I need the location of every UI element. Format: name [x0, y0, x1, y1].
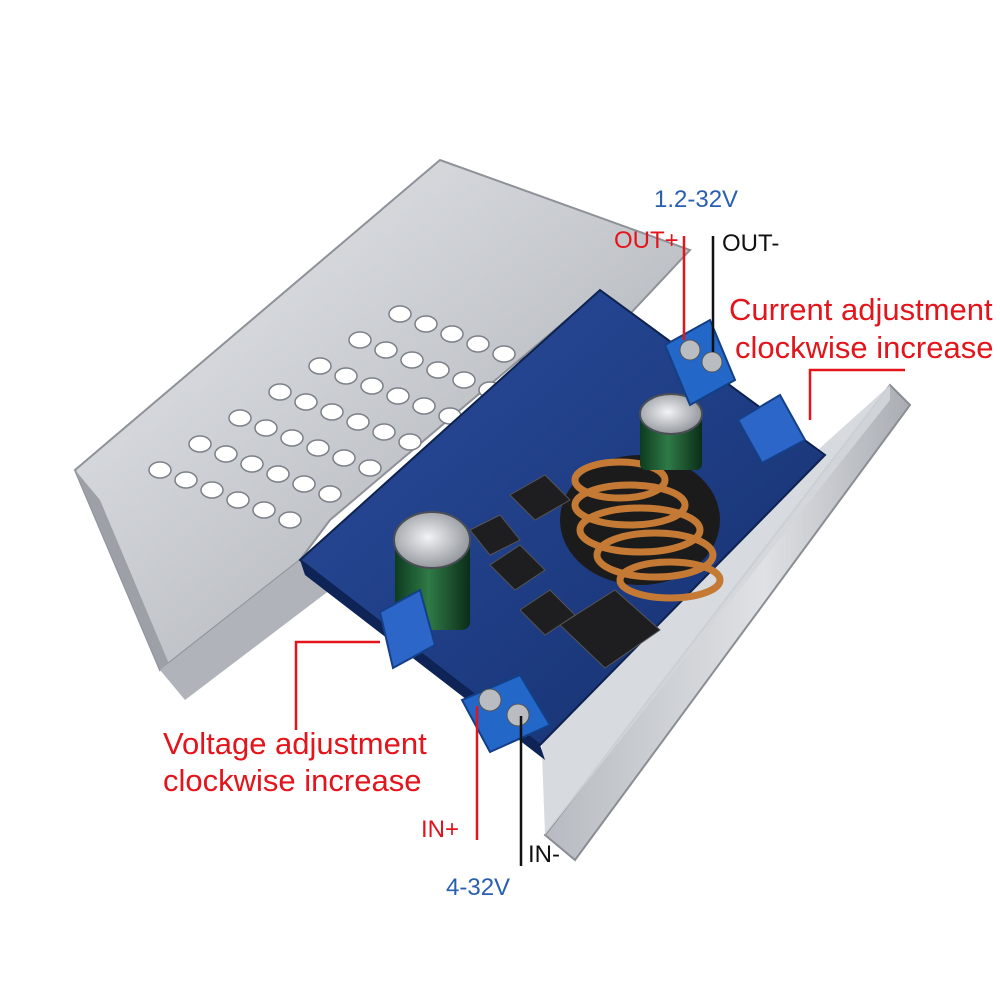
heatsink-hole [306, 439, 330, 457]
heatsink-hole [308, 357, 332, 375]
heatsink-hole [348, 331, 372, 349]
heatsink-side-wall [540, 383, 912, 862]
heatsink-hole [332, 449, 356, 467]
heatsink-hole [240, 455, 264, 473]
voltage-adjust-label-line1: Voltage adjustment [163, 726, 427, 761]
heatsink-hole [228, 409, 252, 427]
capacitor-small [639, 393, 703, 470]
voltage-adjust-leader [294, 640, 380, 730]
capacitor-large [393, 511, 471, 630]
heatsink-hole [374, 341, 398, 359]
output-terminal-block [663, 318, 737, 407]
heatsink-hole [254, 419, 278, 437]
annotation-lines [294, 236, 905, 866]
current-potentiometer [736, 393, 807, 465]
heatsink-hole [320, 403, 344, 421]
input-terminal-block [460, 673, 552, 754]
heatsink-hole [226, 491, 250, 509]
heatsink-hole [400, 351, 424, 369]
heatsink-hole [412, 397, 436, 415]
heatsink-hole [292, 475, 316, 493]
heatsink-hole [358, 459, 382, 477]
voltage-potentiometer [378, 588, 437, 670]
inductor-coil [560, 455, 724, 602]
heatsink-hole [388, 305, 412, 323]
heatsink-hole [334, 367, 358, 385]
heatsink-hole [252, 501, 276, 519]
heatsink-hole [492, 345, 516, 363]
output-voltage-range-label: 1.2-32V [654, 186, 739, 213]
current-adjust-leader [808, 368, 905, 420]
heatsink-hole [386, 387, 410, 405]
heatsink-hole [372, 423, 396, 441]
heatsink-hole [188, 435, 212, 453]
heatsink-hole [294, 393, 318, 411]
current-adjust-label-line1: Current adjustment [729, 292, 993, 327]
heatsink-hole [174, 471, 198, 489]
heatsink-hole [360, 377, 384, 395]
in-plus-label: IN+ [421, 816, 460, 843]
heatsink-cover [73, 158, 692, 700]
heatsink-hole [466, 335, 490, 353]
heatsink-hole [414, 315, 438, 333]
voltage-adjust-label-line2: clockwise increase [163, 763, 422, 798]
heatsink-hole [266, 465, 290, 483]
out-plus-label: OUT+ [614, 227, 679, 254]
ic-chips [469, 474, 661, 669]
current-adjust-label-line2: clockwise increase [735, 330, 994, 365]
heatsink-hole [214, 445, 238, 463]
heatsink-hole [148, 461, 172, 479]
in-minus-label: IN- [528, 841, 560, 868]
heatsink-hole [426, 361, 450, 379]
heatsink-hole [200, 481, 224, 499]
heatsink-hole [452, 371, 476, 389]
heatsink-hole [398, 433, 422, 451]
heatsink-hole [280, 429, 304, 447]
heatsink-hole [346, 413, 370, 431]
heatsink-hole [440, 325, 464, 343]
out-minus-label: OUT- [722, 230, 780, 257]
heatsink-hole [268, 383, 292, 401]
input-voltage-range-label: 4-32V [446, 874, 511, 901]
heatsink-hole [318, 485, 342, 503]
heatsink-hole [278, 511, 302, 529]
